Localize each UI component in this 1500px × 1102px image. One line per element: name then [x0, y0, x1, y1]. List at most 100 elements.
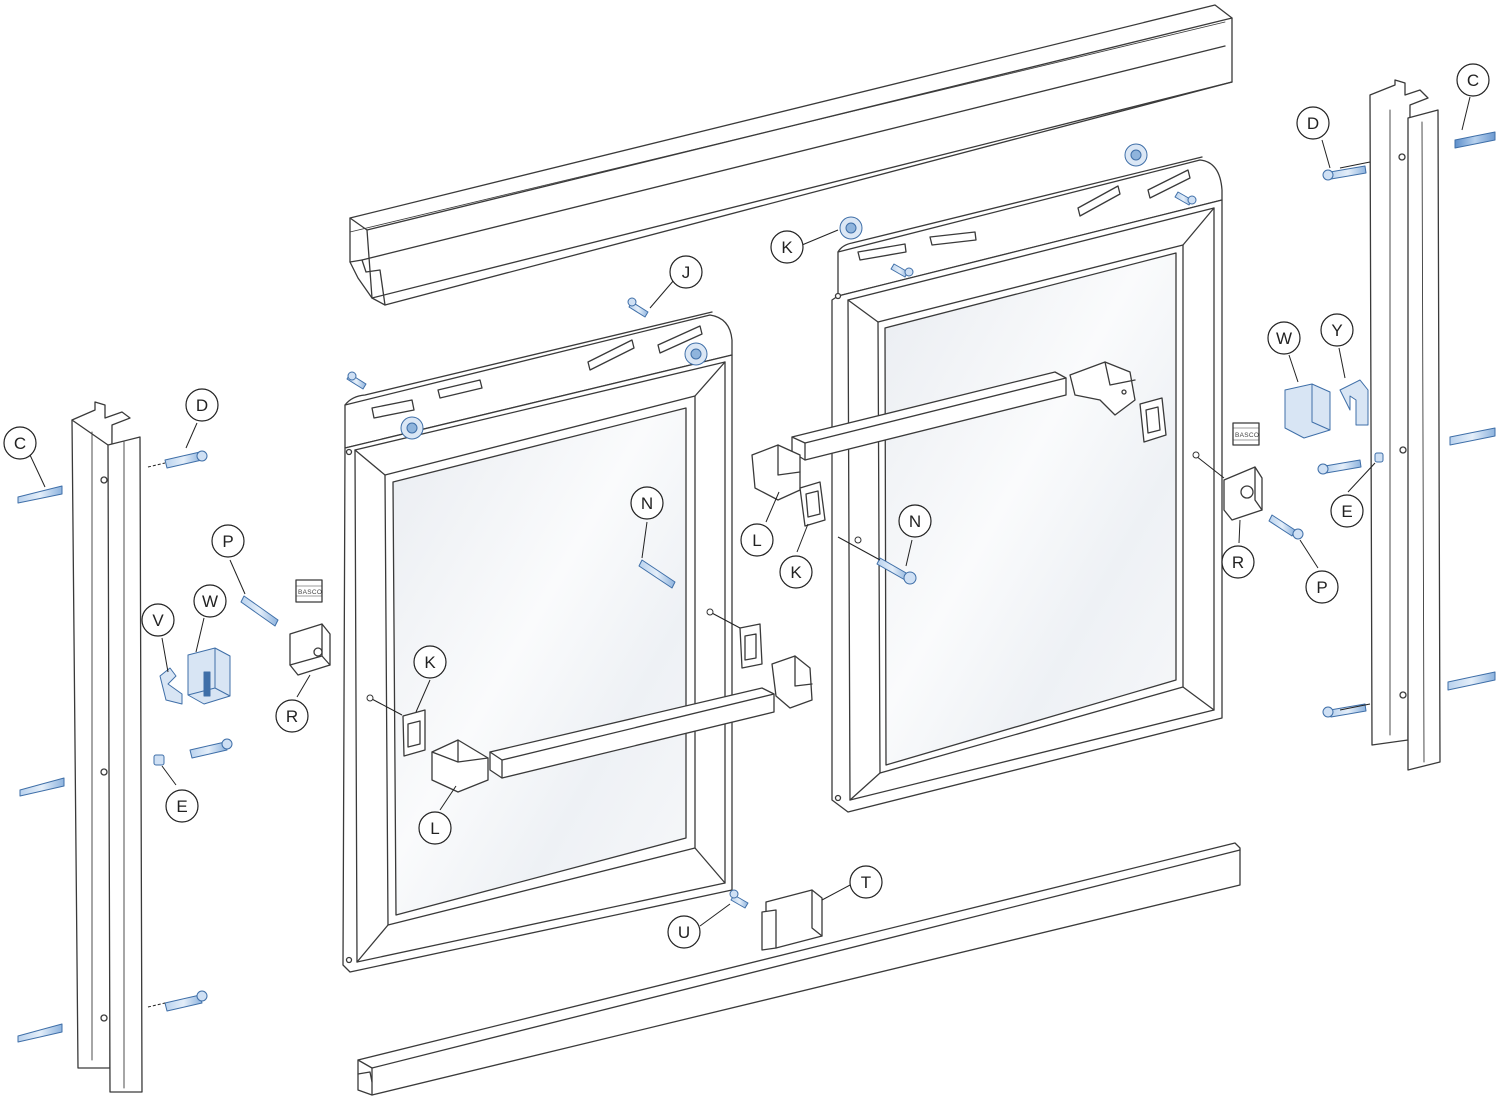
callout-circle: [141, 603, 175, 637]
callout-circle: [193, 584, 227, 618]
left-door-towel-bar: [489, 687, 775, 779]
callout-j: J: [669, 255, 703, 289]
basco-logo-right: BASCO: [1235, 432, 1259, 439]
bottom-track: [357, 842, 1241, 1096]
callout-circle: [849, 865, 883, 899]
screw-left-top: [164, 451, 203, 469]
callout-letter: N: [641, 494, 653, 513]
wall-anchor-left-bottom: [17, 1023, 63, 1043]
callout-letter: T: [861, 873, 871, 892]
screw-n-left: [638, 559, 676, 589]
roller-right-door-2: [1124, 143, 1148, 167]
bottom-guide-t: [761, 889, 823, 951]
callout-e-left: E: [165, 789, 199, 823]
callout-letter: Y: [1331, 321, 1342, 340]
callout-circle: [1320, 313, 1354, 347]
callout-c-left: C: [3, 426, 37, 460]
callout-e-right: E: [1330, 494, 1364, 528]
wall-anchor-right-mid: [1449, 427, 1496, 446]
callout-w-left: W: [193, 584, 227, 618]
callout-letter: N: [909, 512, 921, 531]
callout-y: Y: [1320, 313, 1354, 347]
basco-label-right: [1232, 422, 1260, 446]
screw-left-mid: [189, 741, 228, 759]
screw-left-bottom: [164, 994, 203, 1012]
left-door-panel: [342, 311, 733, 973]
callout-letter: D: [1307, 114, 1319, 133]
right-bar-post-k: [799, 481, 826, 527]
screw-top-right-rail: [1174, 191, 1193, 206]
callout-circle: [770, 230, 804, 264]
right-door-panel: [831, 156, 1223, 813]
top-header-track: [349, 4, 1233, 306]
callout-circle: [1456, 63, 1490, 97]
right-wall-jamb: [1369, 79, 1441, 771]
callout-d-right: D: [1296, 106, 1330, 140]
callout-letter: R: [286, 707, 298, 726]
towel-bar-post-left-k: [402, 709, 426, 757]
callout-circle: [211, 524, 245, 558]
callout-letter: R: [1232, 553, 1244, 572]
callout-letter: P: [222, 532, 233, 551]
callout-letter: E: [1341, 502, 1352, 521]
wall-anchor-right-top: [1454, 131, 1496, 149]
right-bar-end-l: [751, 444, 801, 501]
callout-circle: [630, 486, 664, 520]
callout-u: U: [667, 915, 701, 949]
callout-letter: V: [152, 611, 164, 630]
callout-circle: [1330, 494, 1364, 528]
callout-circle: [1221, 545, 1255, 579]
wall-anchor-right-bottom: [1447, 671, 1496, 691]
callout-letter: J: [682, 263, 691, 282]
callout-k-mid: K: [779, 555, 813, 589]
wall-anchor-left-top: [17, 485, 63, 504]
screw-p-left: [240, 595, 279, 627]
guide-r-left: [289, 623, 331, 676]
callout-l-mid: L: [740, 523, 774, 557]
spacer-e-right: [1374, 452, 1384, 463]
clip-w-right: [1284, 383, 1331, 439]
callout-n-right: N: [898, 504, 932, 538]
callout-letter: C: [1467, 71, 1479, 90]
callout-circle: [275, 699, 309, 733]
callout-circle: [185, 388, 219, 422]
callout-r-left: R: [275, 699, 309, 733]
callout-l-left: L: [418, 811, 452, 845]
callout-letter: W: [202, 592, 218, 611]
basco-logo-left: BASCO: [298, 589, 322, 596]
callout-c-right: C: [1456, 63, 1490, 97]
callout-circle: [669, 255, 703, 289]
callout-circle: [1267, 321, 1301, 355]
callout-letter: K: [781, 238, 793, 257]
callout-v: V: [141, 603, 175, 637]
clip-y: [1339, 379, 1369, 426]
towel-bar-end-left-l: [431, 739, 489, 793]
callout-circle: [413, 645, 447, 679]
screw-e-right: [1324, 459, 1362, 474]
callout-p-right: P: [1305, 570, 1339, 604]
clip-w-left: [187, 647, 231, 705]
callout-letter: W: [1276, 329, 1292, 348]
callout-circle: [3, 426, 37, 460]
callout-letter: K: [790, 563, 802, 582]
basco-label-left: [295, 579, 323, 603]
callout-circle: [898, 504, 932, 538]
screw-top-right-rail-2: [890, 263, 909, 278]
callout-letter: E: [176, 797, 187, 816]
callout-t: T: [849, 865, 883, 899]
callout-circle: [667, 915, 701, 949]
wall-anchor-left-mid: [19, 777, 65, 797]
callout-letter: L: [430, 819, 439, 838]
callout-letter: P: [1316, 578, 1327, 597]
right-bar-post-far: [1139, 397, 1167, 443]
callout-circle: [740, 523, 774, 557]
screw-d-right: [1329, 165, 1367, 180]
right-door-glass: [884, 252, 1177, 766]
roller-right-door-1: [839, 216, 863, 240]
towel-bar-end-right-l: [771, 655, 813, 709]
towel-bar-post-right-k: [739, 623, 763, 669]
spacer-e-left: [153, 754, 165, 766]
right-bar-end-far: [1069, 361, 1136, 416]
